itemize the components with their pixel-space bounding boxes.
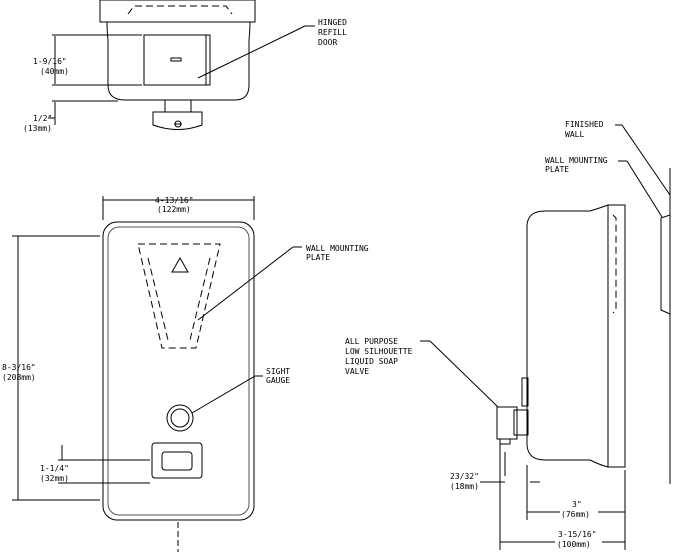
valve-height-dim-mm: (32mm) xyxy=(40,474,69,483)
side-plate-callout-1: WALL MOUNTING xyxy=(545,156,608,165)
gauge-callout-2: GAUGE xyxy=(266,376,290,385)
wall-callout-2: WALL xyxy=(565,130,584,139)
door-callout-3: DOOR xyxy=(318,38,337,47)
front-view: 4-13/16" (122mm) 8-3/16" (208mm) WALL MO… xyxy=(2,196,369,552)
refill-door xyxy=(143,34,211,86)
width-dim-mm: (122mm) xyxy=(157,205,191,214)
side-body xyxy=(526,204,626,468)
valve-callout-4: VALVE xyxy=(345,367,369,376)
height-dim-mm: (208mm) xyxy=(2,373,36,382)
valve-callout-1: ALL PURPOSE xyxy=(345,337,398,346)
sight-gauge xyxy=(166,404,194,432)
total-depth-dim-mm: (100mm) xyxy=(557,540,591,549)
door-dim: 1-9/16" xyxy=(33,57,67,66)
valve-callout-3: LIQUID SOAP xyxy=(345,357,398,366)
gauge-callout-1: SIGHT xyxy=(266,367,290,376)
wall-callout-1: FINISHED xyxy=(565,120,604,129)
door-dim-mm: (40mm) xyxy=(40,67,69,76)
plate-hidden xyxy=(137,243,221,349)
top-flange xyxy=(99,0,256,23)
side-plate xyxy=(660,214,671,315)
valve-dim-mm: (13mm) xyxy=(23,124,52,133)
width-dim: 4-13/16" xyxy=(155,196,194,205)
valve-height-dim: 1-1/4" xyxy=(40,464,69,473)
plate-callout-2: PLATE xyxy=(306,253,330,262)
door-callout-2: REFILL xyxy=(318,28,347,37)
door-lock-icon xyxy=(170,57,182,62)
valve-depth-dim: 23/32" xyxy=(450,472,479,481)
front-body xyxy=(102,221,255,521)
top-view: HINGED REFILL DOOR 1-9/16" (40mm) 1/2" (… xyxy=(23,0,347,133)
height-dim: 8-3/16" xyxy=(2,363,36,372)
valve-depth-dim-mm: (18mm) xyxy=(450,482,479,491)
body-depth-dim-mm: (76mm) xyxy=(561,510,590,519)
valve-callout-2: LOW SILHOUETTE xyxy=(345,347,413,356)
valve-dim: 1/2" xyxy=(33,114,52,123)
door-callout-1: HINGED xyxy=(318,18,347,27)
side-view: FINISHED WALL WALL MOUNTING PLATE ALL PU… xyxy=(345,120,671,550)
triangle-icon xyxy=(171,256,189,273)
body-depth-dim: 3" xyxy=(572,500,582,509)
side-plate-callout-2: PLATE xyxy=(545,165,569,174)
valve-neck xyxy=(164,99,192,113)
plate-callout-1: WALL MOUNTING xyxy=(306,244,369,253)
total-depth-dim: 3-15/16" xyxy=(558,530,597,539)
front-valve xyxy=(151,442,203,479)
valve-top xyxy=(152,111,203,130)
top-plate-hidden xyxy=(127,5,233,15)
